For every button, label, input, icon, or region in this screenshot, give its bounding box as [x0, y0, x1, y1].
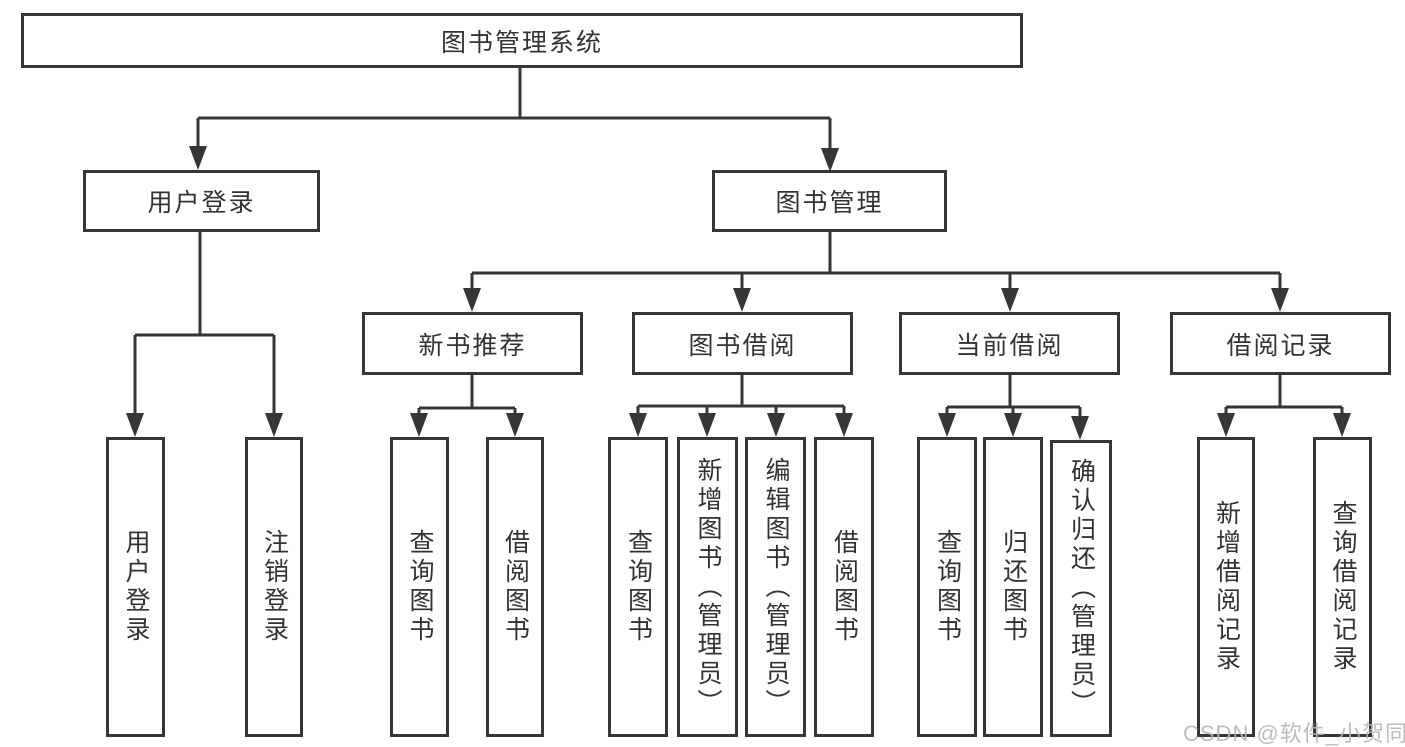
leaf-query-books-borrow: 查询图书	[608, 437, 668, 737]
node-current-borrowing-label: 当前借阅	[955, 331, 1064, 360]
node-new-book-recommend-label: 新书推荐	[418, 331, 527, 360]
node-root: 图书管理系统	[21, 13, 1023, 68]
node-current-borrowing: 当前借阅	[899, 312, 1120, 375]
leaf-query-books-recommend: 查询图书	[390, 437, 449, 737]
leaf-edit-books-admin: 编辑图书（管理员）	[745, 437, 806, 737]
csdn-watermark: CSDN @软件_小贺同学	[1183, 721, 1405, 746]
leaf-borrow-books: 借阅图书	[814, 437, 874, 737]
node-borrow-records-label: 借阅记录	[1226, 331, 1335, 360]
connector-arrowheads	[126, 146, 1351, 440]
leaf-add-books-admin: 新增图书（管理员）	[677, 437, 738, 737]
leaf-logout: 注销登录	[245, 437, 303, 737]
leaf-add-books-admin-label: 新增图书（管理员）	[694, 456, 722, 718]
leaf-query-books-current-label: 查询图书	[933, 529, 962, 645]
node-user-login: 用户登录	[83, 170, 320, 232]
leaf-query-books-borrow-label: 查询图书	[624, 529, 653, 645]
leaf-logout-label: 注销登录	[260, 529, 289, 645]
leaf-user-login: 用户登录	[106, 437, 165, 737]
node-book-management-label: 图书管理	[775, 189, 884, 217]
node-book-borrowing: 图书借阅	[632, 312, 853, 375]
leaf-query-books-current: 查询图书	[917, 437, 977, 737]
leaf-borrow-books-recommend-label: 借阅图书	[501, 529, 530, 645]
leaf-query-borrow-record-label: 查询借阅记录	[1329, 500, 1357, 674]
node-new-book-recommend: 新书推荐	[362, 312, 583, 375]
node-borrow-records: 借阅记录	[1170, 312, 1391, 375]
leaf-confirm-return-admin-label: 确认归还（管理员）	[1067, 458, 1096, 719]
node-book-borrowing-label: 图书借阅	[688, 331, 797, 360]
leaf-edit-books-admin-label: 编辑图书（管理员）	[762, 456, 790, 718]
leaf-query-borrow-record: 查询借阅记录	[1313, 437, 1372, 737]
leaf-confirm-return-admin: 确认归还（管理员）	[1050, 440, 1112, 737]
leaf-return-books: 归还图书	[983, 437, 1043, 737]
leaf-return-books-label: 归还图书	[999, 529, 1028, 645]
leaf-borrow-books-label: 借阅图书	[830, 529, 859, 645]
leaf-query-books-recommend-label: 查询图书	[406, 529, 434, 645]
leaf-add-borrow-record: 新增借阅记录	[1197, 437, 1255, 737]
leaf-user-login-label: 用户登录	[122, 529, 150, 645]
leaf-borrow-books-recommend: 借阅图书	[486, 437, 544, 737]
node-root-label: 图书管理系统	[440, 28, 603, 57]
node-user-login-label: 用户登录	[147, 189, 256, 217]
node-book-management: 图书管理	[712, 170, 947, 232]
leaf-add-borrow-record-label: 新增借阅记录	[1212, 500, 1241, 674]
